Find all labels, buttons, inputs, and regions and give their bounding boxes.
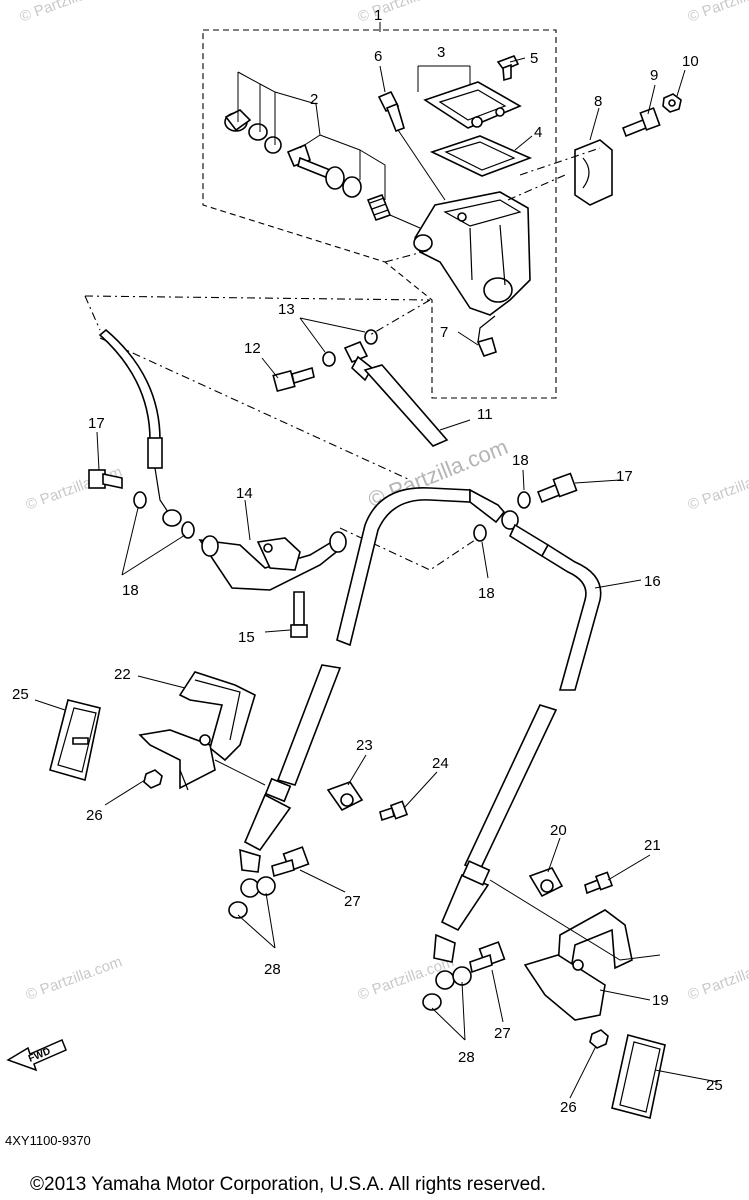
hose-guard-right (523, 909, 633, 1021)
callout: 5 (530, 50, 538, 67)
callout: 17 (88, 415, 105, 432)
callout: 27 (344, 893, 361, 910)
copper-washer (133, 491, 147, 509)
callout: 26 (560, 1099, 577, 1116)
copper-washer (473, 524, 487, 542)
callout: 8 (594, 93, 602, 110)
hose-clip-right (528, 867, 564, 898)
reflector-nut (589, 1029, 609, 1049)
callout: 15 (238, 629, 255, 646)
callout: 21 (644, 837, 661, 854)
leader-lines (34, 22, 719, 1099)
callout: 4 (534, 124, 542, 141)
brake-line-left (98, 328, 182, 527)
callout: 7 (440, 324, 448, 341)
callout: 19 (652, 992, 669, 1009)
callout: 23 (356, 737, 373, 754)
piston-kit (224, 109, 421, 229)
callout: 28 (264, 961, 281, 978)
callout: 22 (114, 666, 131, 683)
callout: 25 (12, 686, 29, 703)
callout: 18 (122, 582, 139, 599)
callout: 26 (86, 807, 103, 824)
copyright-notice: ©2013 Yamaha Motor Corporation, U.S.A. A… (30, 1174, 546, 1195)
callout: 14 (236, 485, 253, 502)
watermark: © Partzilla.com (24, 463, 125, 514)
watermark: © Partzilla.com (18, 0, 119, 26)
cap-screw (496, 54, 520, 82)
callout: 1 (374, 7, 382, 24)
reflector-nut (143, 769, 163, 789)
callout: 28 (458, 1049, 475, 1066)
copper-washer (322, 351, 336, 367)
hose-guard-left (138, 671, 256, 791)
fwd-arrow-icon: FWD (6, 1039, 67, 1072)
master-cylinder (413, 191, 531, 316)
watermark: © Partzilla.com (686, 0, 749, 26)
diaphragm (429, 135, 533, 177)
callout: 24 (432, 755, 449, 772)
clip-screw (379, 800, 409, 822)
brake-line-center (336, 487, 602, 691)
union-bolt-caliper-left (271, 846, 310, 878)
union-bolt-right (536, 472, 578, 504)
copper-washer (517, 491, 531, 509)
callout: 18 (512, 452, 529, 469)
reflector-right (611, 1034, 666, 1119)
watermark: © Partzilla.com (686, 953, 749, 1004)
watermark: © Partzilla.com (356, 0, 457, 26)
callout: 20 (550, 822, 567, 839)
clamp-bolt (621, 107, 661, 138)
handlebar-clamp (574, 139, 613, 206)
brake-joint (198, 531, 347, 591)
clamp-nut (662, 93, 682, 113)
routing-lines (84, 147, 601, 571)
joint-bolt (290, 591, 308, 638)
callout: 16 (644, 573, 661, 590)
callout: 25 (706, 1077, 723, 1094)
callout: 27 (494, 1025, 511, 1042)
reservoir-cap (423, 81, 522, 129)
callout: 17 (616, 468, 633, 485)
reflector-left (49, 699, 101, 782)
callout: 9 (650, 67, 658, 84)
copper-washer (364, 329, 378, 345)
callouts: 1 2 3 4 5 6 7 8 9 10 11 12 13 14 15 16 1… (12, 7, 723, 1116)
hose-clip (326, 781, 364, 812)
brake-hose-lower-right (422, 704, 558, 1011)
brake-hose-upper (343, 340, 449, 447)
callout: 12 (244, 340, 261, 357)
union-bolt-upper (272, 366, 315, 393)
copper-washer (181, 521, 195, 539)
union-bolt-caliper-right (469, 941, 506, 974)
clip-screw-right (584, 871, 614, 895)
brake-switch (476, 315, 497, 357)
callout: 11 (477, 406, 493, 423)
callout: 3 (437, 44, 445, 61)
callout: 10 (682, 53, 699, 70)
union-bolt-left (88, 469, 123, 489)
diagram-code: 4XY1100-9370 (5, 1133, 91, 1148)
callout: 13 (278, 301, 295, 318)
callout: 2 (310, 91, 318, 108)
callout: 18 (478, 585, 495, 602)
brake-hose-lower-left (228, 664, 342, 919)
watermark: © Partzilla.com (686, 463, 749, 514)
bleed-screw (377, 90, 446, 201)
callout: 6 (374, 48, 382, 65)
assembly-1-box (202, 29, 557, 399)
watermark: © Partzilla.com (24, 953, 125, 1004)
